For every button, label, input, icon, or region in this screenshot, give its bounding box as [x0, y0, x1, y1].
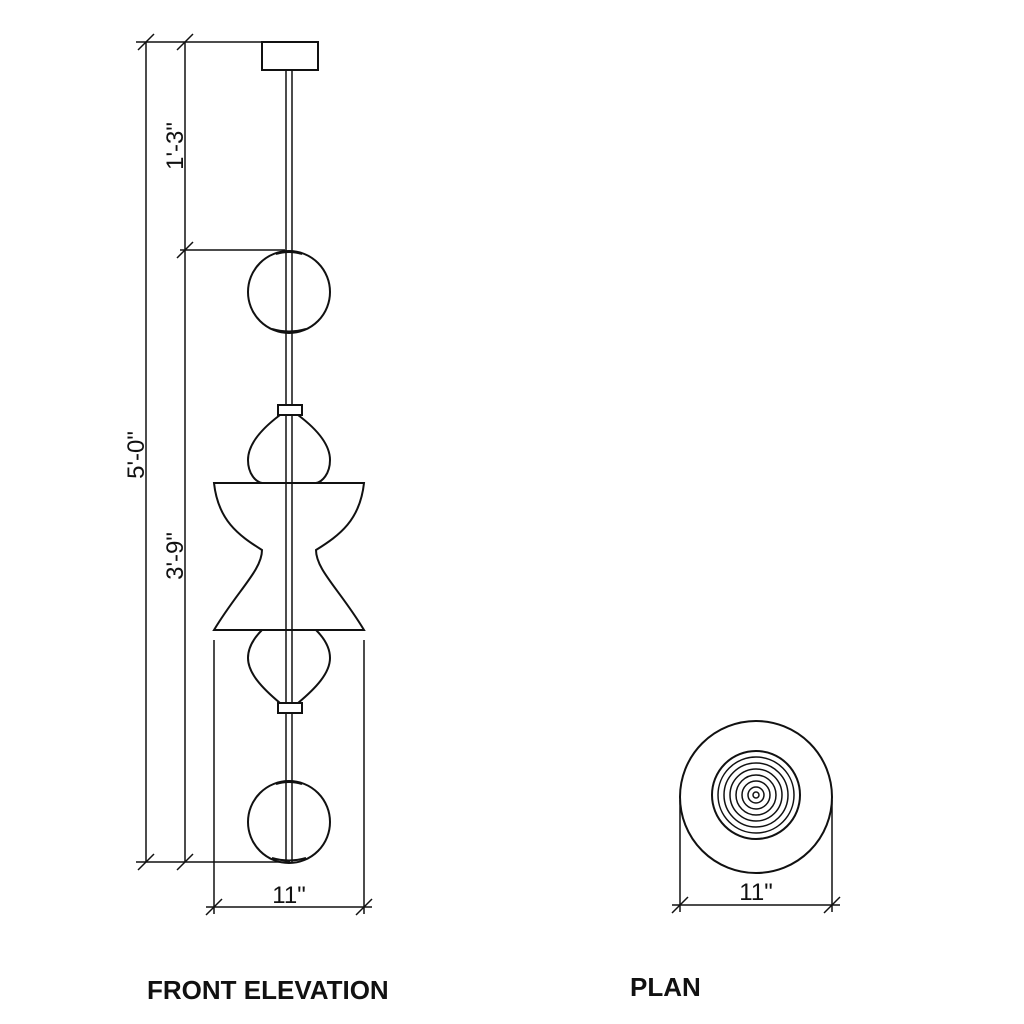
top-glass-globe: [247, 250, 331, 334]
dimension-fixture-height: [176, 250, 194, 871]
plan-title: PLAN: [630, 972, 701, 1002]
dimension-label-overall-height: 5'-0": [123, 431, 150, 479]
upper-teardrop-glass: [246, 414, 332, 484]
dimension-label-front-width: 11": [272, 882, 305, 909]
suspension-rod: [285, 70, 293, 862]
lower-collar: [277, 702, 303, 714]
dimension-label-plan-diameter: 11": [739, 879, 772, 906]
front-elevation-view: 5'-0" 1'-3" 3'-9" 11": [123, 33, 373, 916]
bottom-glass-globe: [247, 780, 331, 864]
upper-collar: [277, 404, 303, 416]
plan-view: 11": [671, 720, 841, 914]
hourglass-shade: [212, 482, 366, 631]
dimension-plan-diameter: [671, 800, 841, 914]
dimension-front-width: [205, 640, 373, 916]
dimension-label-canopy-to-fixture: 1'-3": [162, 122, 189, 170]
plan-outer-circle: [679, 720, 833, 874]
dimension-canopy-to-fixture: [176, 33, 285, 259]
dimension-overall-height: [136, 33, 290, 871]
lower-teardrop-glass: [246, 629, 332, 704]
dimension-label-fixture-height: 3'-9": [162, 532, 189, 580]
plan-concentric-rings: [711, 750, 801, 840]
front-elevation-title: FRONT ELEVATION: [147, 975, 389, 1005]
ceiling-canopy: [261, 41, 319, 71]
